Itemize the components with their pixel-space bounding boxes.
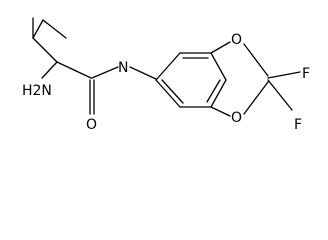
chemical-structure: H2N N O O O F F [22, 17, 310, 133]
bond-o-bottom-cf2 [243, 81, 269, 115]
ring-double-3 [161, 79, 184, 104]
bond-o-top-cf2 [243, 43, 269, 77]
bond-ethyl-ch3 [42, 19, 67, 39]
ring-bond-1 [155, 52, 181, 81]
bond-cf2-f-top [267, 71, 301, 79]
bond-ring-o-top [210, 41, 231, 54]
bond-ring-o-bottom [210, 106, 231, 117]
alkyl-chain [32, 17, 92, 79]
ring-double-2 [206, 79, 221, 103]
bond-carbonyl-n [91, 66, 119, 79]
bond-alpha-nh2 [41, 61, 58, 79]
amino-label: H2N [22, 83, 52, 99]
benzene-ring [155, 52, 227, 108]
carbonyl-oxygen-label: O [86, 117, 97, 133]
bond-branch-alpha [32, 37, 58, 63]
fluorine-bottom-label: F [294, 117, 302, 133]
ring-oxygen-bottom-label: O [231, 110, 242, 126]
ring-oxygen-top-label: O [231, 32, 242, 48]
bond-branch-ethyl [32, 19, 44, 39]
bond-n-aryl [129, 66, 157, 80]
ring-bond-3 [210, 52, 227, 81]
amide-nitrogen-label: N [118, 60, 128, 76]
bond-alpha-carbonyl [56, 61, 92, 79]
amide-group [89, 66, 157, 115]
fluorine-top-label: F [302, 66, 310, 82]
ring-bond-4 [210, 79, 227, 108]
dioxole-ring [210, 41, 301, 117]
bond-cf2-f-bottom [267, 79, 293, 111]
ring-bond-6 [155, 79, 181, 108]
